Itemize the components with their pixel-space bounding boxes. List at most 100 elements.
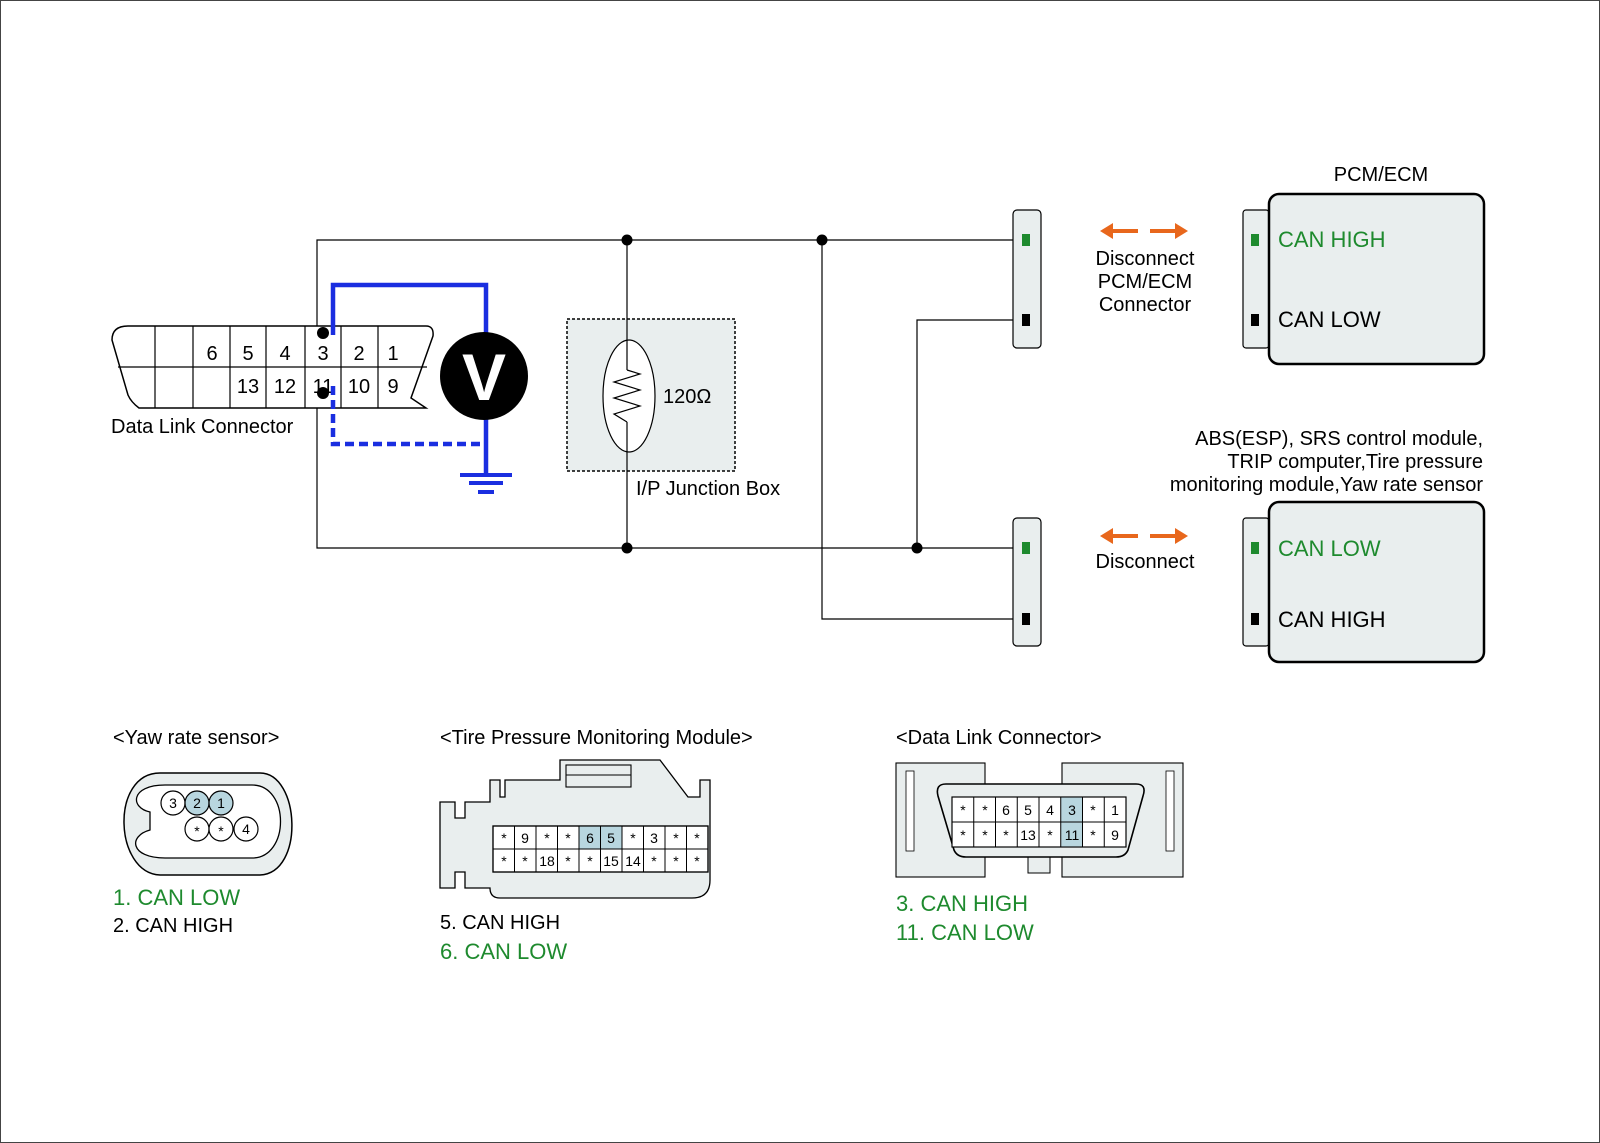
tpms-pin-label: 5 <box>607 830 615 846</box>
dlc-pin-label: 6 <box>206 343 217 365</box>
meter-measured-lead-dashed <box>330 386 486 447</box>
yaw-legend-can-low: 1. CAN LOW <box>113 885 240 910</box>
resistor-housing <box>602 339 656 453</box>
splice-dot <box>621 542 633 554</box>
other-modules: ABS(ESP), SRS control module, TRIP compu… <box>1170 428 1486 664</box>
tpms-title: <Tire Pressure Monitoring Module> <box>440 727 753 749</box>
junction-box-label: I/P Junction Box <box>636 478 780 500</box>
ip-junction-box: 120Ω I/P Junction Box <box>566 318 780 500</box>
pcm-ecm-module: PCM/ECM CAN HIGH CAN LOW <box>1242 164 1486 366</box>
dlc-detail-pin-label: 1 <box>1111 802 1119 818</box>
pin-terminal-black <box>1251 613 1259 625</box>
dlc-detail-row1-labels: * * 6 5 4 3 * 1 <box>960 802 1119 818</box>
dlc-pin-label: 13 <box>237 376 259 398</box>
other-pin-can-low: CAN LOW <box>1278 536 1381 561</box>
tpms-pin-label: * <box>694 853 700 869</box>
tpms-detail: <Tire Pressure Monitoring Module> * 9 * … <box>439 727 753 964</box>
pcm-can-low-wire <box>916 319 1022 548</box>
pin-terminal-black <box>1251 314 1259 326</box>
dlc-detail-pin-label: 5 <box>1024 802 1032 818</box>
yaw-sensor-socket <box>135 784 281 859</box>
tpms-pin-label: * <box>673 830 679 846</box>
dlc-detail-title: <Data Link Connector> <box>896 727 1102 749</box>
tpms-pin-5-highlight <box>600 826 622 849</box>
can-high-trunk-wire <box>316 239 1022 333</box>
dlc-detail-pin-label: 9 <box>1111 827 1119 843</box>
tpms-row1-labels: * 9 * * 6 5 * 3 * * <box>501 830 700 846</box>
dlc-detail-pin-label: * <box>982 827 988 843</box>
dlc-detail: <Data Link Connector> * * 6 5 4 3 * 1 <box>895 727 1184 945</box>
voltmeter-icon: V <box>440 332 528 420</box>
tpms-pin-label: * <box>544 830 550 846</box>
pin-terminal-black <box>1022 613 1030 625</box>
dlc-pin-label: 1 <box>387 343 398 365</box>
disconnect-text: Disconnect <box>1096 248 1195 270</box>
tpms-pin-6-highlight <box>578 826 600 849</box>
tpms-row2-labels: * * 18 * * 15 14 * * * <box>501 853 700 869</box>
dlc-pin-label: 12 <box>274 376 296 398</box>
dlc-detail-pin-label: * <box>1003 827 1009 843</box>
dlc-pin-label: 10 <box>348 376 370 398</box>
tpms-pin-label: 9 <box>521 830 529 846</box>
disconnect-arrow-icon <box>1100 223 1188 239</box>
dlc-detail-pin-label: * <box>1090 827 1096 843</box>
disconnect-text: Connector <box>1099 294 1192 316</box>
tpms-pin-label: 15 <box>603 853 619 869</box>
dlc-detail-pin-label: 11 <box>1065 827 1080 843</box>
yaw-legend-can-high: 2. CAN HIGH <box>113 915 233 937</box>
pin-terminal-green <box>1022 542 1030 554</box>
splice-dot <box>911 542 923 554</box>
meter-positive-lead <box>330 282 489 338</box>
tpms-pin-label: * <box>651 853 657 869</box>
tpms-pin-label: 6 <box>586 830 594 846</box>
dlc-main-label: Data Link Connector <box>111 416 294 438</box>
dlc-pin-label: 9 <box>387 376 398 398</box>
tpms-legend-can-low: 6. CAN LOW <box>440 939 567 964</box>
tpms-pin-label: * <box>673 853 679 869</box>
module-connector-body <box>1242 517 1270 647</box>
dlc-detail-pin-label: * <box>960 827 966 843</box>
other-disconnect-label: Disconnect <box>1096 551 1195 573</box>
dlc-main-connector: 6 5 4 3 2 1 13 12 11 10 9 Data Link Conn… <box>111 325 434 438</box>
resistor-value: 120Ω <box>663 386 711 408</box>
module-list-line: monitoring module,Yaw rate sensor <box>1170 474 1483 496</box>
other-harness-connector <box>1012 517 1042 647</box>
tpms-pin-label: * <box>587 853 593 869</box>
tpms-pin-label: * <box>522 853 528 869</box>
dlc-detail-pin-label: 13 <box>1020 827 1036 843</box>
dlc-detail-pin-label: 4 <box>1046 802 1054 818</box>
pin-terminal-black <box>1022 314 1030 326</box>
tpms-pin-label: * <box>565 853 571 869</box>
can-low-trunk-wire <box>316 393 1022 549</box>
dlc-detail-pin-label: 3 <box>1068 802 1076 818</box>
other-can-high-wire <box>821 240 1022 620</box>
probe-point-pin11 <box>317 387 329 399</box>
tpms-pin-label: 3 <box>650 830 658 846</box>
pcm-ecm-title: PCM/ECM <box>1334 164 1428 186</box>
disconnect-arrow-icon <box>1100 528 1188 544</box>
tpms-pin-label: * <box>501 853 507 869</box>
yaw-pin-label: 1 <box>217 795 225 811</box>
disconnect-text: PCM/ECM <box>1098 271 1192 293</box>
yaw-pin-label: * <box>194 823 200 839</box>
splice-dot <box>621 234 633 246</box>
yaw-pin-label: 2 <box>193 795 201 811</box>
pcm-ecm-housing <box>1267 192 1486 366</box>
dlc-pin-label: 2 <box>353 343 364 365</box>
dlc-pin-label: 4 <box>279 343 290 365</box>
dlc-detail-pin-label: 6 <box>1002 802 1010 818</box>
yaw-rate-sensor-detail: <Yaw rate sensor> 3 2 1 * * 4 1. CAN LOW… <box>113 727 293 937</box>
pcm-pin-can-high: CAN HIGH <box>1278 227 1386 252</box>
dlc-detail-pin-label: * <box>982 802 988 818</box>
yaw-pin-label: * <box>218 823 224 839</box>
pin-terminal-green <box>1022 234 1030 246</box>
tpms-pin-label: * <box>694 830 700 846</box>
voltmeter-symbol: V <box>462 340 506 414</box>
module-connector-body <box>1242 209 1270 349</box>
other-pin-can-high: CAN HIGH <box>1278 607 1386 632</box>
module-list-line: ABS(ESP), SRS control module, <box>1195 428 1483 450</box>
dlc-detail-pin-label: * <box>1047 827 1053 843</box>
dlc-detail-pin-label: * <box>960 802 966 818</box>
probe-point-pin3 <box>317 327 329 339</box>
